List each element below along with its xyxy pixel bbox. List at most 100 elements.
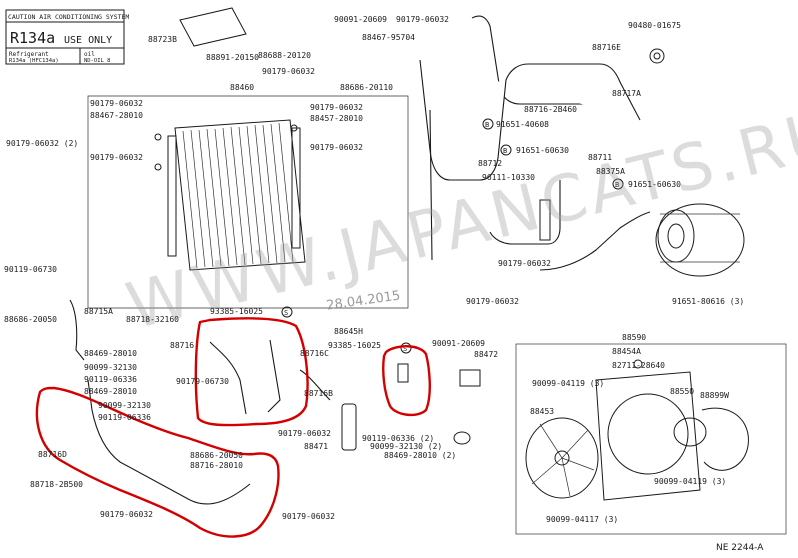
part-label: 90179-06032: [466, 297, 519, 306]
hose-88716d: [87, 379, 251, 505]
part-label: 88891-20150: [206, 53, 259, 62]
part-label: 93385-16025: [328, 341, 381, 350]
part-label: 88467-28010: [90, 111, 143, 120]
part-label: 88715A: [84, 307, 113, 316]
part-label: 88686-20050: [190, 451, 243, 460]
svg-text:S: S: [403, 345, 407, 353]
red-highlight-annotations: [35, 317, 431, 538]
marker-b-icon: [482, 118, 494, 130]
part-label: 88469-28010: [84, 387, 137, 396]
part-label: 88460: [230, 83, 254, 92]
part-label: 88454A: [612, 347, 641, 356]
svg-text:B: B: [485, 121, 489, 129]
condenser-fins: [182, 122, 294, 269]
part-label: 90179-06032: [282, 512, 335, 521]
part-label: 88717A: [612, 89, 641, 98]
highlight-88645h: [382, 345, 431, 417]
part-label: 88712: [478, 159, 502, 168]
part-label: 88550: [670, 387, 694, 396]
refrigerant-type: R134a: [10, 29, 55, 47]
part-label: 90179-06032: [90, 99, 143, 108]
condenser-frame: [87, 95, 409, 309]
bolt-icon: [154, 163, 162, 171]
caution-label-frame: [5, 9, 125, 65]
part-label: 90179-06032: [396, 15, 449, 24]
part-label: 96111-10330: [482, 173, 535, 182]
part-label: 88718-2B500: [30, 480, 83, 489]
part-label: 90179-06032: [498, 259, 551, 268]
caution-label: CAUTION AIR CONDITIONING SYSTEM R134a US…: [5, 9, 129, 65]
part-label: 90099-04119 (3): [532, 379, 604, 388]
marker-s-icon: [400, 342, 412, 354]
bolt-markers: B B B S S: [281, 118, 624, 354]
part-label: 88716-28010: [190, 461, 243, 470]
upper-pipes: [419, 15, 665, 271]
part-label: 90179-06730: [176, 377, 229, 386]
part-label: 82711-28640: [612, 361, 665, 370]
connector-88590: [633, 359, 643, 369]
part-labels: 88723B 88891-20150 90091-20609 90179-060…: [4, 15, 744, 524]
part-label: 90099-04119 (3): [654, 477, 726, 486]
part-label: 91651-40608: [496, 120, 549, 129]
part-label: 88469-28010: [84, 349, 137, 358]
part-label: 90091-20609: [432, 339, 485, 348]
fan-motor-88550: [673, 417, 707, 447]
receiver-88471: [341, 403, 357, 451]
part-label: 90099-32130: [98, 401, 151, 410]
part-label: 88716B: [304, 389, 333, 398]
sensor-96111: [539, 199, 551, 241]
compressor-hub: [667, 223, 685, 249]
part-label: 90099-32130 (2): [370, 442, 442, 451]
part-label: 90179-06032: [262, 67, 315, 76]
condenser-receiver: [291, 127, 301, 249]
condenser-group: [87, 95, 409, 309]
highlight-88716-hoses: [194, 317, 309, 427]
compressor-pulley: [657, 209, 695, 263]
left-hoses: [69, 299, 481, 505]
part-label: 88375A: [596, 167, 625, 176]
part-label: 88590: [622, 333, 646, 342]
part-label: 91651-60630: [628, 180, 681, 189]
hose-88716b: [267, 339, 281, 413]
fan-shroud-ring: [607, 393, 689, 475]
bolt-icon: [154, 133, 162, 141]
label-card-88891: [179, 7, 247, 47]
part-label: 88716C: [300, 349, 329, 358]
part-label: 88723B: [148, 35, 177, 44]
part-label: 90119-06336: [84, 375, 137, 384]
part-label: 88718-32160: [126, 315, 179, 324]
part-label: 88716E: [592, 43, 621, 52]
part-label: 88467-95704: [362, 33, 415, 42]
caution-title: CAUTION AIR CONDITIONING SYSTEM: [8, 13, 129, 21]
marker-s-icon: [281, 306, 293, 318]
fan-shroud: [595, 371, 701, 501]
part-label: 88688-20120: [258, 51, 311, 60]
part-label: 88686-20050: [4, 315, 57, 324]
highlight-88716d: [35, 386, 280, 538]
part-label: 90099-04117 (3): [546, 515, 618, 524]
hose-88715a: [69, 299, 85, 361]
fan-blade: [525, 417, 599, 499]
svg-text:B: B: [503, 147, 507, 155]
part-label: 88471: [304, 442, 328, 451]
part-label: 90179-06032 (2): [6, 139, 78, 148]
part-label: 88716D: [38, 450, 67, 459]
fitting-90119: [453, 431, 471, 445]
valve-core-icon: [653, 52, 661, 60]
oil-label: oil: [84, 51, 95, 58]
svg-text:B: B: [615, 181, 619, 189]
part-label: 90179-06032: [90, 153, 143, 162]
bolt-icon: [290, 124, 298, 132]
part-label: 88457-28010: [310, 114, 363, 123]
block-88472: [459, 369, 481, 387]
fan-assembly: [515, 343, 787, 535]
part-label: 90119-06336: [98, 413, 151, 422]
valve-90480: [649, 48, 665, 64]
condenser-header-tank: [167, 135, 177, 257]
oil-value: ND-OIL 8: [84, 58, 111, 64]
seal-88899w: [701, 407, 749, 471]
condenser-core: [174, 119, 306, 271]
part-label: 90179-06032: [278, 429, 331, 438]
